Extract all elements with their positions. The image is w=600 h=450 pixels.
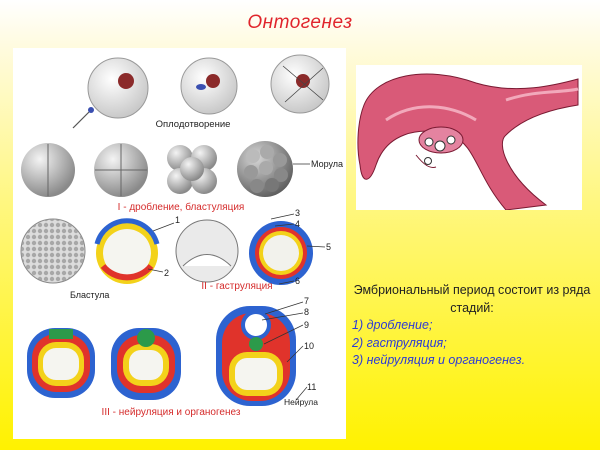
- label-number: 8: [304, 307, 309, 317]
- blastula-stages: [20, 218, 313, 285]
- blastula-label: Бластула: [70, 290, 109, 300]
- label-number: 3: [295, 208, 300, 218]
- neurulation-stages: [27, 306, 296, 406]
- stage-item: 3) нейруляция и органогенез.: [352, 353, 526, 367]
- label-number: 9: [304, 320, 309, 330]
- morula-label: Морула: [311, 159, 343, 169]
- fertilization-caption: Оплодотворение: [156, 119, 231, 130]
- label-number: 5: [326, 242, 331, 252]
- uterus-drawing: [357, 73, 579, 211]
- embryo-figure-panel: Оплодотворение: [13, 48, 346, 439]
- label-number: 6: [295, 276, 300, 286]
- description-intro: Эмбриональный период состоит из ряда ста…: [353, 283, 591, 315]
- morula: [237, 141, 293, 197]
- label-number: 1: [175, 215, 180, 225]
- stage3-caption: III - нейруляция и органогенез: [102, 407, 241, 418]
- fertilization-eggs: [72, 54, 330, 129]
- stage-item: 2) гаструляция;: [352, 335, 447, 350]
- uterus-illustration: [356, 65, 582, 211]
- embryo-development-illustration: Оплодотворение: [20, 54, 343, 418]
- neurula-label: Нейрула: [284, 397, 318, 407]
- label-number: 2: [164, 268, 169, 278]
- label-number: 4: [295, 219, 300, 229]
- stage2-caption: II - гаструляция: [201, 281, 272, 292]
- stage1-caption: I - дробление, бластуляция: [118, 201, 245, 213]
- label-number: 7: [304, 296, 309, 306]
- cleavage-cells: [21, 141, 293, 197]
- label-number: 11: [307, 382, 316, 392]
- description-block: Эмбриональный период состоит из ряда ста…: [352, 282, 592, 370]
- label-number: 10: [304, 341, 314, 351]
- slide-title: Онтогенез: [247, 12, 353, 33]
- stage-item: 1) дробление;: [352, 318, 433, 332]
